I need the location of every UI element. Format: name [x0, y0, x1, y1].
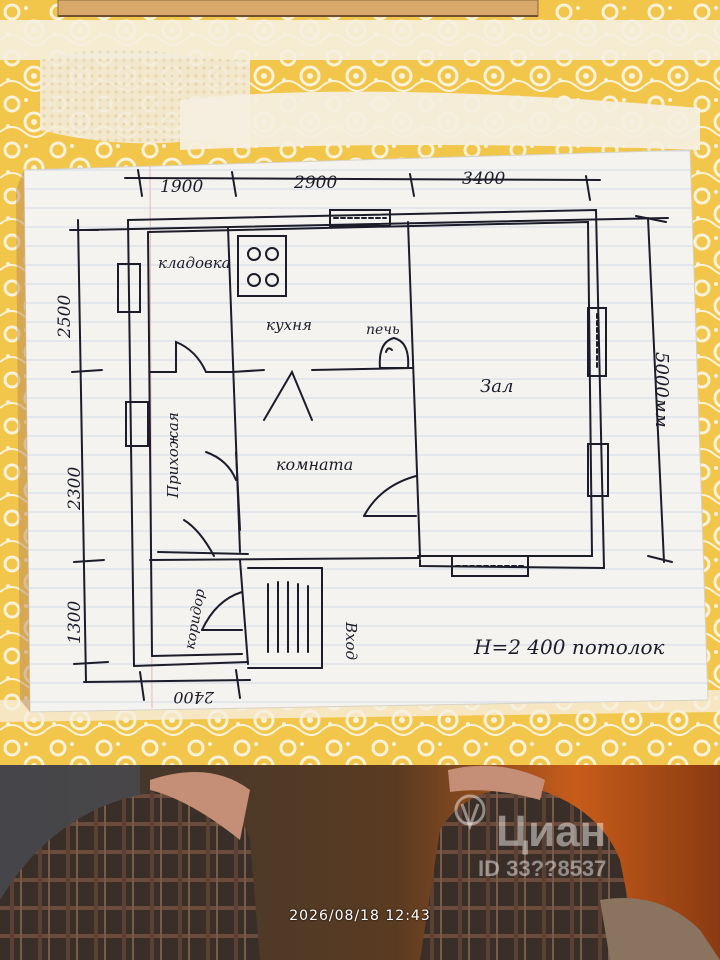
- label-room: комната: [276, 455, 353, 474]
- photo-timestamp: 2026/08/18 12:43: [289, 908, 431, 924]
- label-vestibule: Прихожая: [164, 412, 182, 499]
- floor-plan: [69, 169, 673, 701]
- ruler: [57, 0, 539, 17]
- lace-band: [0, 20, 720, 60]
- ceiling-note: H=2 400 потолок: [473, 635, 665, 659]
- watermark-id: ID 33??8537: [478, 856, 606, 881]
- lap-right: [420, 788, 640, 960]
- label-entrance: Вход: [342, 621, 360, 660]
- dim-left-2500: 2500: [55, 295, 75, 339]
- dim-right-5000: 5000мм: [651, 352, 672, 428]
- label-hall: Зал: [480, 376, 513, 397]
- dim-top-3400: 3400: [462, 169, 505, 189]
- dim-left-2300: 2300: [65, 467, 85, 511]
- dim-left-1300: 1300: [65, 601, 85, 644]
- dim-bottom-2400: 2400: [173, 688, 215, 707]
- lap-left: [0, 790, 260, 960]
- label-storage: кладовка: [158, 254, 231, 272]
- watermark-brand: Циан: [496, 807, 606, 856]
- dim-top-1900: 1900: [160, 177, 203, 197]
- watermark: Циан ID 33??8537: [454, 794, 606, 881]
- label-kitchen: кухня: [266, 316, 312, 334]
- dim-top-2900: 2900: [293, 173, 337, 193]
- label-stove: печь: [366, 322, 400, 338]
